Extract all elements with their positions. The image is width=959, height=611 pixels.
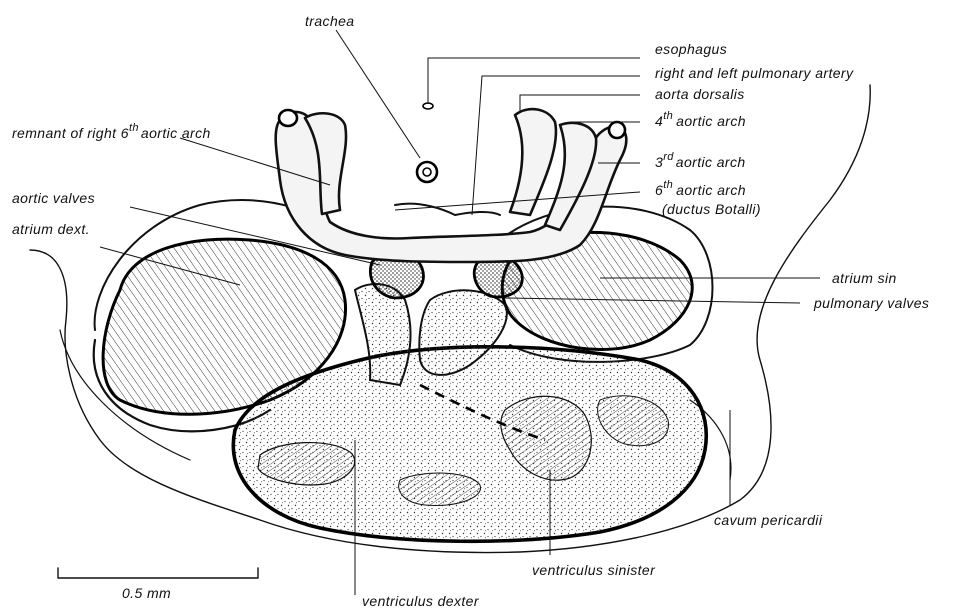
arch-tip-left (279, 110, 297, 126)
label-3rd-text: aortic arch (676, 154, 746, 170)
label-aorta-dorsalis: aorta dorsalis (655, 86, 745, 102)
label-cavum-pericardii: cavum pericardii (714, 512, 823, 528)
label-ventriculus-sinister: ventriculus sinister (532, 562, 656, 578)
label-remnant-text: remnant of right 6 (12, 125, 129, 141)
arch-tip-right (609, 122, 625, 138)
label-6th-text: aortic arch (676, 182, 746, 198)
label-aortic-valves: aortic valves (12, 190, 95, 206)
label-6th-num: 6 (655, 182, 663, 198)
label-scale-bar: 0.5 mm (122, 585, 171, 601)
label-ductus-botalli: (ductus Botalli) (662, 201, 761, 217)
label-trachea: trachea (305, 13, 355, 29)
label-remnant-sup: th (129, 122, 139, 134)
label-atrium-sin: atrium sin (832, 270, 897, 286)
label-pulmonary-artery: right and left pulmonary artery (655, 65, 854, 81)
label-atrium-dext: atrium dext. (12, 221, 90, 237)
label-3rd-num: 3 (655, 154, 663, 170)
label-ventriculus-dexter: ventriculus dexter (362, 593, 480, 609)
scale-bar (58, 568, 258, 578)
ventriculus-dexter-cavity (258, 443, 355, 485)
label-remnant-tail: aortic arch (141, 125, 211, 141)
label-3rd-sup: rd (663, 151, 674, 163)
label-6th-sup: th (663, 179, 673, 191)
label-esophagus: esophagus (655, 41, 727, 57)
trachea-lumen (423, 168, 431, 176)
label-4th-num: 4 (655, 113, 663, 129)
label-4th-sup: th (663, 110, 673, 122)
label-pulmonary-valves: pulmonary valves (813, 295, 929, 311)
label-4th-text: aortic arch (676, 113, 746, 129)
